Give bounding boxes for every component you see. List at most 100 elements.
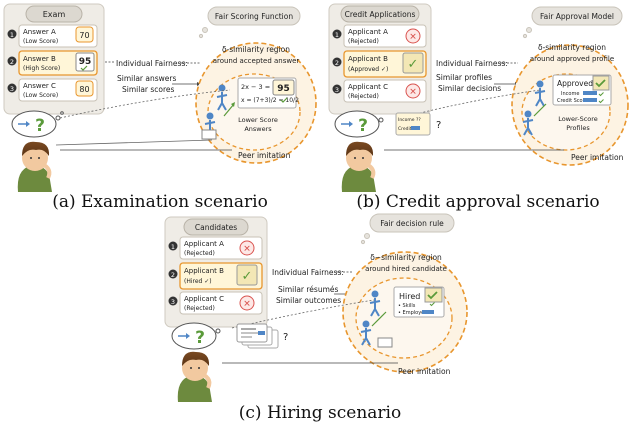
card-score: 95 bbox=[277, 84, 290, 94]
region-label-line1: δ−similarity region bbox=[370, 253, 442, 262]
check-icon bbox=[280, 97, 288, 103]
function-label-pill bbox=[369, 213, 455, 233]
thought-bubble: ? bbox=[11, 110, 64, 138]
item-name: Answer B bbox=[23, 55, 56, 63]
caption-b: (b) Credit approval scenario bbox=[356, 192, 599, 212]
card-row1: Income bbox=[561, 91, 579, 97]
list-item: 2 Applicant B (Hired ✓) ✓ bbox=[168, 262, 263, 290]
item-status: (Rejected) bbox=[348, 38, 379, 45]
list-item: 1 Answer A (Low Score) 70 bbox=[7, 24, 98, 48]
svg-text:3: 3 bbox=[171, 298, 175, 306]
lower-profiles-line1: Lower-Score bbox=[558, 115, 598, 123]
thought-bubble: ? bbox=[171, 322, 221, 350]
panel-a: Exam 1 Answer A (Low Score) 70 2 Answer … bbox=[3, 3, 317, 212]
region-label-line2: around approved profile bbox=[530, 55, 614, 63]
card-eq1: 2x − 3 = 7 bbox=[241, 83, 276, 91]
fairness-line2: Similar scores bbox=[122, 85, 175, 94]
person-icon bbox=[369, 290, 381, 317]
item-name: Applicant C bbox=[184, 295, 224, 303]
list-item: 1 Applicant A (Rejected) ✕ bbox=[332, 24, 427, 48]
item-status: (Rejected) bbox=[184, 250, 215, 257]
item-name: Applicant B bbox=[348, 55, 388, 63]
region-label-line2: around hired candidate bbox=[365, 265, 447, 273]
paper-icon bbox=[201, 129, 217, 140]
item-name: Answer A bbox=[23, 28, 56, 36]
list-item: 3 Answer C (Low Score) 80 bbox=[7, 78, 98, 102]
fairness-line1: Similar profiles bbox=[436, 73, 492, 82]
resume-stack-icon bbox=[236, 323, 279, 349]
list-item: 3 Applicant C (Rejected) ✕ bbox=[168, 291, 263, 315]
panel-c: Candidates 1 Applicant A (Rejected) ✕ 2 … bbox=[164, 213, 468, 423]
reject-icon: ✕ bbox=[243, 245, 251, 255]
card-row2: Credit Score bbox=[557, 98, 588, 104]
thought-bubble: ? bbox=[334, 110, 384, 138]
caption-a: (a) Examination scenario bbox=[52, 192, 268, 212]
svg-text:1: 1 bbox=[171, 243, 175, 251]
question-mark: ? bbox=[283, 332, 288, 343]
thinking-boy-icon bbox=[177, 351, 212, 402]
list-item: 2 Answer B (High Score) 95 bbox=[7, 50, 98, 76]
thinking-boy-icon bbox=[341, 141, 376, 192]
item-status: (Hired ✓) bbox=[184, 278, 212, 285]
fairness-title: Individual Fairness: bbox=[116, 59, 188, 68]
list-title-pill bbox=[25, 5, 83, 23]
card-row2: • Employer bbox=[398, 310, 427, 316]
lower-score-line2: Answers bbox=[244, 125, 272, 133]
function-label: Fair Approval Model bbox=[540, 12, 614, 21]
svg-text:1: 1 bbox=[10, 31, 14, 39]
check-icon bbox=[595, 79, 606, 88]
fairness-line2: Similar outcomes bbox=[276, 296, 341, 305]
card-eq2: x = (7+3)/2 = 10/2 bbox=[241, 97, 299, 104]
svg-text:1: 1 bbox=[335, 31, 339, 39]
reject-icon: ✕ bbox=[409, 88, 417, 98]
person-icon bbox=[534, 80, 546, 107]
item-name: Answer C bbox=[23, 82, 56, 90]
svg-text:3: 3 bbox=[10, 85, 14, 93]
hire-icon: ✓ bbox=[242, 269, 253, 284]
score-badge: 95 bbox=[79, 57, 92, 67]
score-badge: 70 bbox=[79, 31, 89, 40]
person-icon bbox=[216, 84, 228, 111]
paper-icon bbox=[377, 337, 393, 348]
question-mark: ? bbox=[35, 116, 45, 136]
peer-imitation-label: Peer imitation bbox=[238, 151, 291, 160]
region-label-line1: δ-similarity region bbox=[538, 43, 606, 52]
thought-label2: Credit bbox=[398, 126, 412, 132]
thought-label1: Income ?? bbox=[398, 117, 421, 123]
thinking-boy-icon bbox=[17, 141, 52, 192]
item-name: Applicant A bbox=[184, 240, 224, 248]
svg-text:?: ? bbox=[195, 328, 205, 348]
svg-text:2: 2 bbox=[171, 271, 175, 279]
function-label: Fair decision rule bbox=[380, 219, 444, 228]
question-mark: ? bbox=[436, 120, 441, 131]
function-label-pill bbox=[207, 6, 301, 26]
peer-imitation-label: Peer imitation bbox=[398, 367, 451, 376]
profile-card bbox=[395, 112, 431, 136]
fairness-line1: Similar answers bbox=[117, 74, 176, 83]
item-status: (Low Score) bbox=[23, 38, 58, 45]
person-icon bbox=[360, 320, 372, 346]
item-name: Applicant C bbox=[348, 83, 388, 91]
function-label-pill bbox=[531, 6, 623, 26]
lower-profiles-line2: Profiles bbox=[566, 124, 590, 132]
item-status: (High Score) bbox=[23, 65, 60, 72]
list-item: 3 Applicant C (Rejected) ✕ bbox=[332, 79, 427, 103]
item-name: Applicant A bbox=[348, 28, 388, 36]
item-status: (Rejected) bbox=[184, 305, 215, 312]
lower-score-line1: Lower Score bbox=[238, 116, 278, 124]
item-status: (Approved ✓) bbox=[348, 66, 388, 73]
person-icon bbox=[204, 112, 216, 138]
list-title: Credit Applications bbox=[345, 10, 416, 19]
item-status: (Low Score) bbox=[23, 92, 58, 99]
fairness-title: Individual Fairness: bbox=[436, 59, 508, 68]
person-icon bbox=[522, 110, 534, 136]
region-label-line1: δ-similarity region bbox=[222, 45, 290, 54]
item-name: Applicant B bbox=[184, 267, 224, 275]
fairness-line2: Similar decisions bbox=[438, 84, 501, 93]
item-status: (Rejected) bbox=[348, 93, 379, 100]
svg-text:?: ? bbox=[358, 116, 368, 136]
check-icon bbox=[427, 291, 438, 300]
card-row1: • Skills bbox=[398, 303, 416, 309]
function-label: Fair Scoring Function bbox=[215, 12, 293, 21]
